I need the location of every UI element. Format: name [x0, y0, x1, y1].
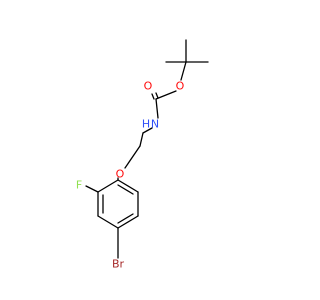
bond-ring-c3-c4 — [97, 215, 119, 229]
bromine-label: Br — [112, 258, 125, 271]
bond-ring-inner-c6-c1 — [117, 184, 134, 195]
atom-labels: O O H N O F Br — [76, 80, 185, 271]
ester-oxygen-label: O — [176, 80, 185, 93]
bond-ring-c6-c1 — [117, 179, 139, 193]
bonds — [85, 39, 209, 259]
bond-ring-c4-c5 — [117, 215, 139, 229]
bond-ch2-ch2 — [139, 132, 144, 147]
bond-ring-c1-c2 — [97, 179, 119, 193]
bond-carbonyl-double-b — [155, 92, 159, 99]
ether-oxygen-label: O — [116, 168, 125, 181]
fluorine-label: F — [76, 179, 82, 192]
bond-ester-oxygen-to-carbonyl — [155, 90, 177, 100]
amine-hydrogen-label: H — [142, 118, 150, 131]
molecule-structure: O O H N O F Br — [76, 39, 209, 271]
bond-carbonyl-double-a — [151, 93, 155, 100]
carbonyl-oxygen-label: O — [144, 80, 153, 93]
bond-tbu-to-ester-oxygen — [180, 61, 187, 81]
bond-ch2-to-ether-oxygen — [124, 145, 141, 169]
structure-canvas: O O H N O F Br — [76, 39, 209, 271]
bond-ring-to-fluorine — [85, 185, 99, 193]
bond-carbonyl-to-nitrogen — [155, 98, 159, 119]
bond-nitrogen-to-ch2 — [142, 127, 153, 134]
amine-nitrogen-label: N — [151, 118, 159, 131]
bond-ring-inner-c4-c5 — [117, 213, 134, 224]
